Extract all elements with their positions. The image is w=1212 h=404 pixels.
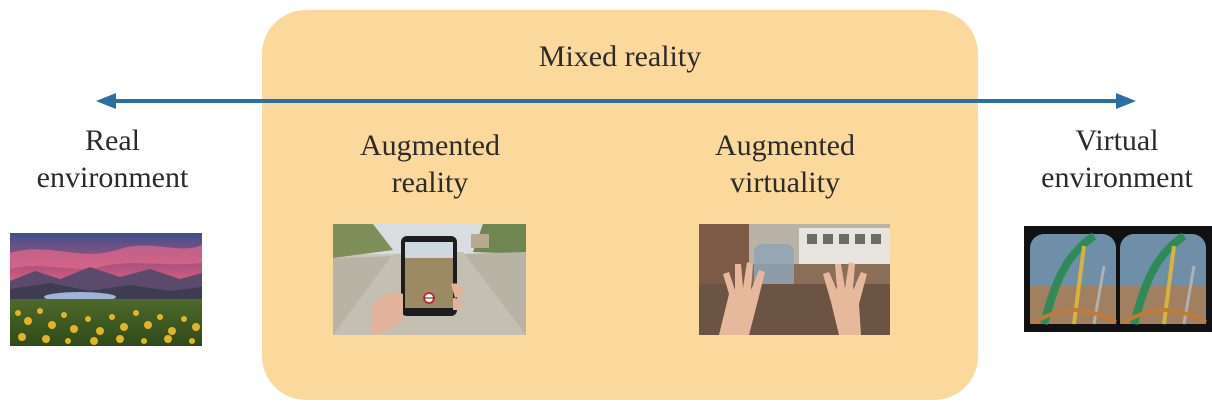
augmented-virtuality-hands-image [699,224,890,335]
augmented-reality-line1: Augmented [360,129,500,162]
mixed-reality-region [262,10,978,400]
augmented-reality-label: Augmented reality [320,127,540,201]
mixed-reality-title: Mixed reality [538,40,702,73]
real-environment-line1: Real [85,124,140,157]
real-environment-landscape-image [10,233,202,346]
virtual-environment-vr-view-image [1024,226,1212,332]
augmented-virtuality-line1: Augmented [715,129,855,162]
augmented-reality-phone-image [333,224,526,335]
virtual-environment-line1: Virtual [1075,124,1159,157]
real-environment-label: Real environment [0,122,225,196]
augmented-virtuality-line2: virtuality [730,166,840,199]
virtual-environment-label: Virtual environment [1022,122,1212,196]
virtual-environment-line2: environment [1041,161,1193,194]
real-environment-line2: environment [36,161,189,194]
augmented-virtuality-label: Augmented virtuality [675,127,895,201]
augmented-reality-line2: reality [391,166,469,199]
